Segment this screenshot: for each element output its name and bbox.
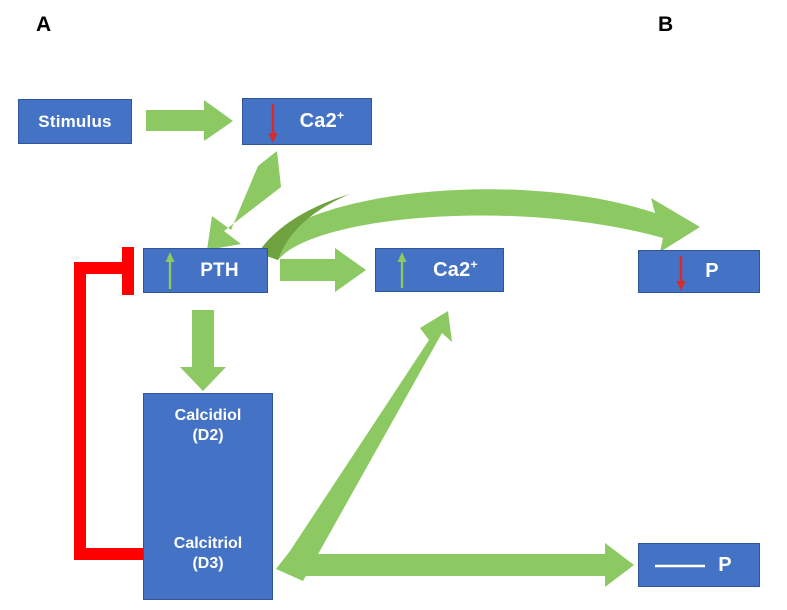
- node-ca-high[interactable]: Ca2+: [375, 248, 504, 292]
- node-calcidiol-name: Calcidiol: [174, 407, 242, 424]
- node-stimulus-label: Stimulus: [38, 111, 112, 131]
- node-ca-high-label: Ca2+: [433, 256, 478, 282]
- node-calcidiol-form: (D2): [192, 427, 224, 444]
- node-pth[interactable]: PTH: [143, 248, 268, 293]
- node-calcidiol-label: Calcidiol (D2): [144, 406, 272, 446]
- panel-label-b: B: [658, 13, 674, 36]
- node-stimulus[interactable]: Stimulus: [18, 99, 132, 144]
- arrow-pth-to-ca-high: [280, 248, 366, 292]
- node-ca-high-superscript: +: [470, 256, 478, 271]
- node-p-flat-label: P: [718, 553, 732, 576]
- node-p-low-label: P: [705, 260, 719, 282]
- node-ca-low-label: Ca2+: [299, 108, 345, 133]
- node-calcitriol-form: (D3): [192, 555, 224, 572]
- arrow-ca-low-to-pth: [207, 151, 281, 250]
- arrow-stimulus-to-ca-low: [146, 100, 233, 141]
- node-ca-high-text: Ca2: [433, 258, 471, 281]
- decrease-arrow-icon: [676, 256, 686, 291]
- node-vitamin-d[interactable]: Calcidiol (D2) Calcitriol (D3): [143, 393, 273, 600]
- node-ca-low-text: Ca2: [299, 110, 337, 132]
- node-p-low[interactable]: P: [638, 250, 760, 293]
- node-ca-low[interactable]: Ca2+: [242, 98, 372, 145]
- inhibition-calcitriol-to-pth: [74, 247, 144, 560]
- increase-arrow-icon: [165, 252, 175, 289]
- arrow-calcitriol-to-ca-high: [276, 311, 452, 581]
- decrease-arrow-icon: [268, 104, 278, 143]
- panel-label-a: A: [36, 13, 52, 36]
- unchanged-line-icon: [655, 564, 705, 568]
- node-pth-label: PTH: [200, 259, 239, 281]
- node-calcitriol-label: Calcitriol (D3): [144, 534, 272, 574]
- node-ca-low-superscript: +: [336, 108, 345, 123]
- increase-arrow-icon: [397, 252, 407, 288]
- arrow-pth-to-vitamin-d: [180, 310, 226, 391]
- node-calcitriol-name: Calcitriol: [173, 535, 243, 552]
- arrow-calcitriol-to-p-flat: [296, 543, 634, 587]
- node-p-flat[interactable]: P: [638, 543, 760, 587]
